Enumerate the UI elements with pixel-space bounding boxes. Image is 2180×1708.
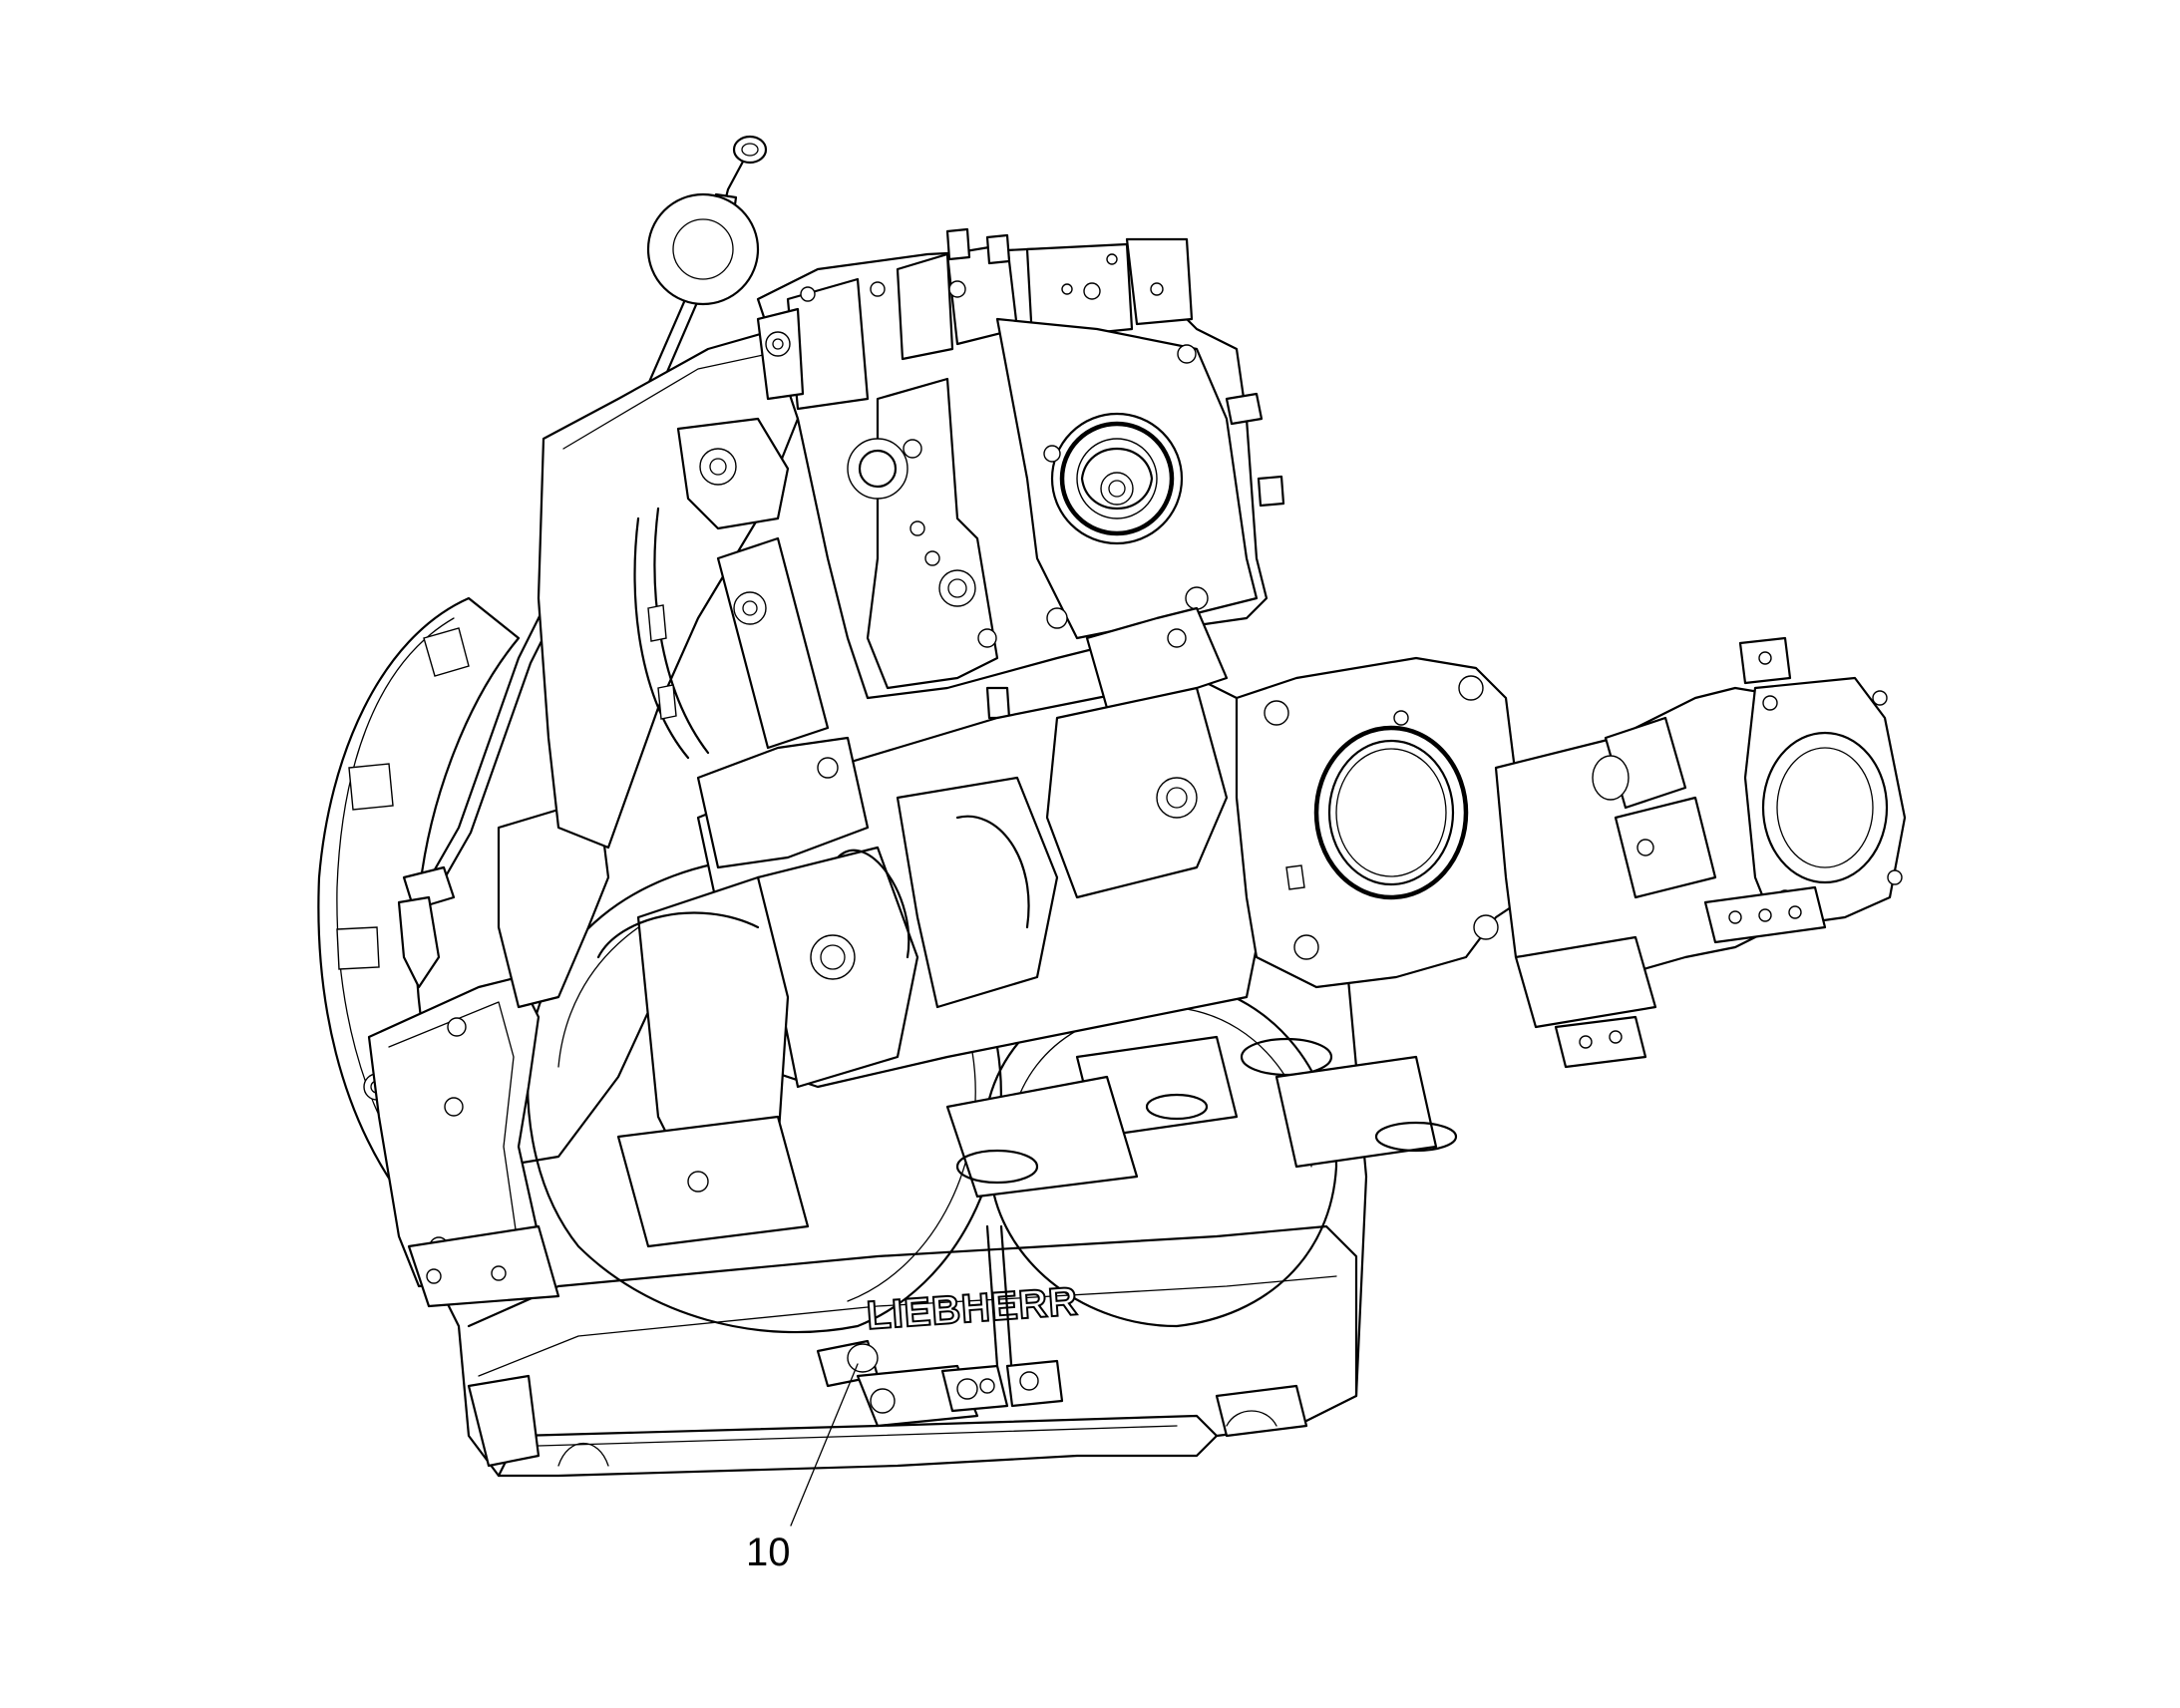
upper-pump-frame <box>537 327 830 850</box>
middle-pump-stack <box>596 606 1458 1248</box>
top-control-valve-block <box>756 227 1285 720</box>
auxiliary-gear-pump <box>1494 636 1907 1069</box>
callout-leader-line <box>790 1363 859 1527</box>
drain-plug-fitting <box>816 1224 1064 1428</box>
right-pump-with-port <box>1235 656 1528 989</box>
callout-label: 10 <box>746 1531 791 1574</box>
callout-10: 10 <box>746 1363 859 1574</box>
